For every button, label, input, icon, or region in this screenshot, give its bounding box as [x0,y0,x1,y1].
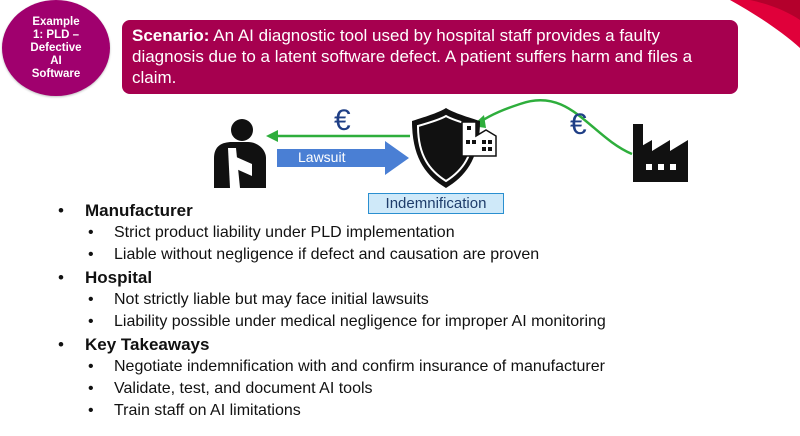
corner-swoosh-decoration [730,0,800,48]
bullet-icon: • [88,402,94,419]
bullet-icon: • [88,358,94,375]
section-hospital: • Hospital •Not strictly liable but may f… [58,266,788,333]
bullet-icon: • [58,201,64,220]
bullet-icon: • [88,224,94,241]
bullet-icon: • [88,291,94,308]
list-item: •Strict product liability under PLD impl… [58,222,788,244]
bullet-icon: • [58,268,64,287]
section-key-takeaways: • Key Takeaways •Negotiate indemnificatio… [58,333,788,422]
bullet-icon: • [58,335,64,354]
section-title: Manufacturer [85,201,193,220]
list-item: •Train staff on AI limitations [58,400,788,422]
lawsuit-arrow [277,141,409,175]
example-badge: Example 1: PLD – Defective AI Software [2,0,110,96]
hospital-shield-icon [412,108,497,188]
scenario-label: Scenario: [132,26,210,45]
compensation-flow-arrowhead [266,130,278,142]
list-item: •Liability possible under medical neglig… [58,311,788,333]
bullet-icon: • [88,313,94,330]
section-title: Hospital [85,268,153,287]
section-manufacturer: • Manufacturer •Strict product liability … [58,199,788,266]
bullet-icon: • [88,246,94,263]
indemnification-flow-arrow [479,98,633,156]
section-title: Key Takeaways [85,335,210,354]
list-item: •Negotiate indemnification with and conf… [58,356,788,378]
bullet-list: • Manufacturer •Strict product liability … [58,199,788,422]
lawsuit-label: Lawsuit [298,149,346,165]
list-item: •Liable without negligence if defect and… [58,244,788,266]
liability-diagram: € € [214,98,688,188]
list-item: •Not strictly liable but may face initia… [58,289,788,311]
scenario-box: Scenario: An AI diagnostic tool used by … [122,20,738,94]
example-badge-text: Example 1: PLD – Defective AI Software [30,15,82,80]
list-item: •Validate, test, and document AI tools [58,378,788,400]
indemnification-label: Indemnification [368,193,504,214]
factory-icon [633,124,688,182]
injured-patient-icon [214,119,266,188]
bullet-icon: • [88,380,94,397]
euro-left: € [334,104,351,137]
euro-right: € [570,108,587,141]
scenario-text: An AI diagnostic tool used by hospital s… [132,26,693,87]
